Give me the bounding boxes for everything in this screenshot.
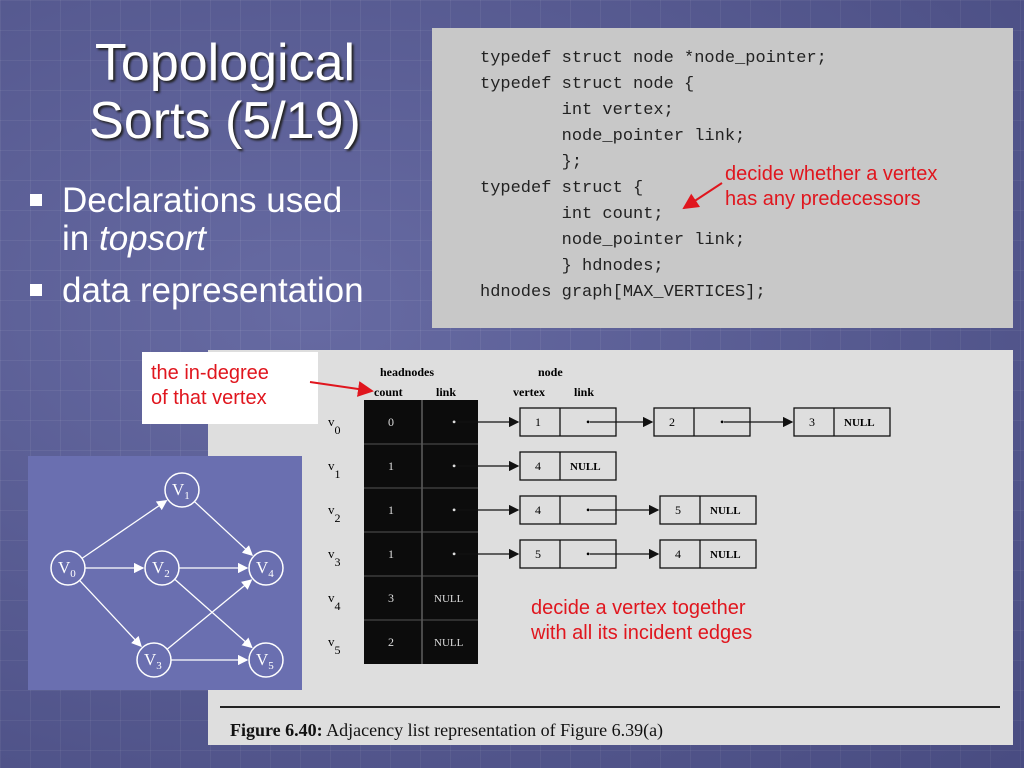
title-line-1: Topological xyxy=(94,34,356,92)
vertex-label: vertex xyxy=(513,385,545,399)
node-vertex-value: 3 xyxy=(809,415,815,429)
node-vertex-value: 4 xyxy=(675,547,681,561)
vertex-index-label: v0 xyxy=(328,414,341,437)
node-link-value: • xyxy=(720,415,724,429)
title-line-2: Sorts (5/19) xyxy=(89,92,361,150)
count-value: 1 xyxy=(388,547,394,561)
code-block: typedef struct node *node_pointer;typede… xyxy=(480,46,827,306)
graph-node-v0: V0 xyxy=(50,550,86,586)
node-null-link: NULL xyxy=(844,417,875,429)
count-value: 1 xyxy=(388,459,394,473)
graph-node-v1: V1 xyxy=(164,472,200,508)
count-value: 3 xyxy=(388,591,394,605)
code-line: node_pointer link; xyxy=(480,127,746,146)
annotation-line: the in-degree xyxy=(151,362,269,384)
graph-node-v4: V4 xyxy=(248,550,284,586)
graph-node-v2: V2 xyxy=(144,550,180,586)
link-value: • xyxy=(452,503,456,517)
graph-node-v5: V5 xyxy=(248,642,284,678)
code-line: typedef struct { xyxy=(480,179,644,198)
code-line: } hdnodes; xyxy=(480,257,664,276)
node-vertex-value: 4 xyxy=(535,459,541,473)
code-line: }; xyxy=(480,153,583,172)
annotation-line: decide whether a vertex xyxy=(725,163,938,185)
bullet-topsort-text: topsort xyxy=(98,219,206,258)
caption-text: Adjacency list representation of Figure … xyxy=(322,720,664,740)
bullet-square-icon xyxy=(30,194,42,206)
node-vertex-value: 2 xyxy=(669,415,675,429)
count-value: 1 xyxy=(388,503,394,517)
code-line: int count; xyxy=(480,205,664,224)
node-link-value: • xyxy=(586,547,590,561)
bullet-declarations-line1: Declarations used xyxy=(62,181,343,220)
headnode-row: v4 3 NULL xyxy=(328,575,478,613)
list-node: 4 NULL xyxy=(590,539,757,569)
count-value: 0 xyxy=(388,415,394,429)
count-value: 2 xyxy=(388,635,394,649)
annotation-predecessors: decide whether a vertex has any predeces… xyxy=(725,162,937,212)
node-null-link: NULL xyxy=(570,461,601,473)
annotation-vertex-edges: decide a vertex together with all its in… xyxy=(531,596,752,646)
graph-node-v3: V3 xyxy=(136,642,172,678)
bullet-square-icon xyxy=(30,284,42,296)
link-value: NULL xyxy=(434,637,464,649)
edge-v1-v4 xyxy=(194,501,254,556)
code-line: hdnodes graph[MAX_VERTICES]; xyxy=(480,283,766,302)
bullet-data-representation: data representation xyxy=(28,272,364,310)
annotation-in-degree: the in-degree of that vertex xyxy=(142,352,318,424)
link-value: • xyxy=(452,547,456,561)
node-vertex-value: 5 xyxy=(675,503,681,517)
link-label: link xyxy=(436,385,456,399)
bullet-data-representation-text: data representation xyxy=(62,271,364,310)
edge-v0-v3 xyxy=(79,579,142,648)
list-node: 1• xyxy=(458,407,617,437)
code-line: int vertex; xyxy=(480,101,674,120)
annotation-line: of that vertex xyxy=(151,387,267,409)
caption-rule xyxy=(220,706,1000,708)
link-value: NULL xyxy=(434,593,464,605)
bullet-declarations-line2: in topsort xyxy=(62,220,364,258)
vertex-index-label: v4 xyxy=(328,590,341,613)
figure-caption: Figure 6.40: Adjacency list representati… xyxy=(230,720,663,741)
edge-v0-v1 xyxy=(81,499,168,559)
node-label: node xyxy=(538,365,563,379)
caption-number: Figure 6.40: xyxy=(230,720,323,740)
node-null-link: NULL xyxy=(710,505,741,517)
code-line: node_pointer link; xyxy=(480,231,746,250)
list-node: 3 NULL xyxy=(724,407,891,437)
annotation-line: decide a vertex together xyxy=(531,597,746,619)
edge-v2-v5 xyxy=(174,578,253,649)
code-line: typedef struct node { xyxy=(480,75,695,94)
code-panel: typedef struct node *node_pointer;typede… xyxy=(432,28,1013,328)
edge-v3-v4 xyxy=(166,579,253,650)
bullet-list: Declarations used in topsort data repres… xyxy=(28,182,364,324)
bullet-in-text: in xyxy=(62,219,99,258)
bullet-declarations: Declarations used in topsort xyxy=(28,182,364,258)
code-line: typedef struct node *node_pointer; xyxy=(480,49,827,68)
node-link-value: • xyxy=(586,503,590,517)
vertex-index-label: v1 xyxy=(328,458,341,481)
link-value: • xyxy=(452,415,456,429)
vertex-index-label: v2 xyxy=(328,502,341,525)
vertex-index-label: v5 xyxy=(328,634,341,657)
list-node: 5 NULL xyxy=(590,495,757,525)
node-vertex-value: 1 xyxy=(535,415,541,429)
node-vertex-value: 4 xyxy=(535,503,541,517)
slide-title: Topological Sorts (5/19) xyxy=(40,34,410,150)
annotation-line: with all its incident edges xyxy=(531,622,753,644)
node-link-value: • xyxy=(586,415,590,429)
node-link-label: link xyxy=(574,385,594,399)
node-null-link: NULL xyxy=(710,549,741,561)
list-node: 4 NULL xyxy=(458,451,617,481)
link-value: • xyxy=(452,459,456,473)
annotation-line: has any predecessors xyxy=(725,188,921,210)
headnodes-label: headnodes xyxy=(380,365,434,379)
count-label: count xyxy=(374,385,403,399)
node-vertex-value: 5 xyxy=(535,547,541,561)
vertex-index-label: v3 xyxy=(328,546,341,569)
